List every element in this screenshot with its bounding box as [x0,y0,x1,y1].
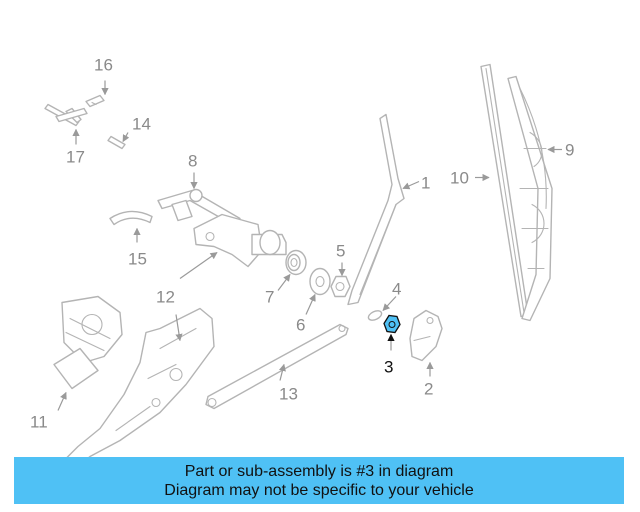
part-1-wiper-arm [347,113,405,306]
part-5-nut [330,275,351,298]
part-9-wiper-blade [507,75,553,322]
callout-17: 17 [66,148,85,167]
callout-13: 13 [279,385,298,404]
callout-8: 8 [188,152,197,171]
part-3-nut-highlighted [383,314,401,334]
part-11-wiper-motor [53,295,123,390]
callout-3: 3 [384,358,393,377]
callout-4: 4 [392,280,401,299]
callout-1: 1 [421,174,430,193]
part-15-hose [109,210,153,226]
info-banner: Part or sub-assembly is #3 in diagram Di… [14,457,624,504]
banner-line-disclaimer: Diagram may not be specific to your vehi… [164,481,474,499]
callout-11: 11 [30,413,48,432]
part-4-washer [367,310,383,321]
part-16-clip [85,94,105,108]
callout-5: 5 [336,242,345,261]
callout-10: 10 [450,169,469,188]
callout-12: 12 [156,288,175,307]
callout-9: 9 [565,141,574,160]
callout-14: 14 [132,115,151,134]
part-12-frame [61,307,215,476]
callout-15: 15 [128,250,147,269]
banner-line-part: Part or sub-assembly is #3 in diagram [184,462,454,480]
part-7-bushing [285,249,307,276]
callout-7: 7 [265,288,274,307]
part-14-screw [107,135,126,150]
part-12-upper-bracket [193,213,287,268]
callout-6: 6 [296,316,305,335]
part-2-cap [409,309,443,362]
part-13-drive-link [205,323,349,410]
part-17-t-pin [44,103,88,127]
callout-16: 16 [94,56,113,75]
leader-lines [57,80,562,411]
part-6-washer [309,267,331,296]
callout-2: 2 [424,380,433,399]
